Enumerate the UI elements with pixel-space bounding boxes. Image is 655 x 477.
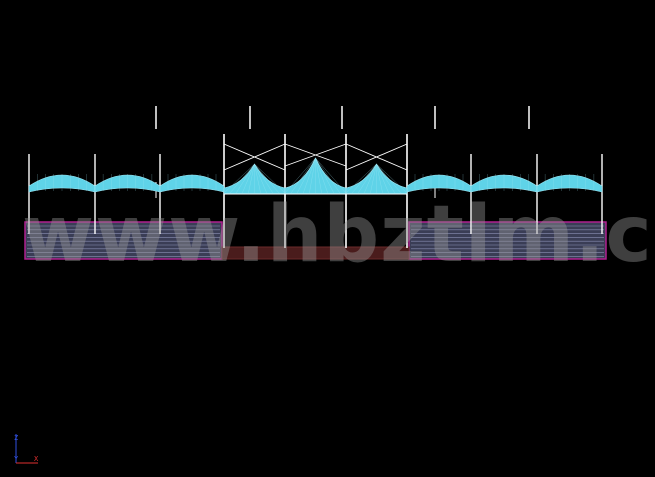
- membrane-mesh-line: [315, 157, 341, 194]
- base-platform: [24, 221, 607, 260]
- membrane-mesh-line: [284, 157, 316, 194]
- ucs-z-label: Z: [14, 434, 18, 442]
- membrane-mesh-line: [370, 163, 377, 194]
- cable-stay: [284, 143, 347, 167]
- membrane-mesh-line: [376, 163, 408, 194]
- membrane-mesh-line: [315, 157, 347, 194]
- membrane-mesh-line: [345, 163, 377, 194]
- membrane-mesh-line: [254, 163, 273, 194]
- center-base-strip: [221, 246, 410, 260]
- membrane-mesh-line: [376, 163, 402, 194]
- membrane-mesh-line: [315, 157, 334, 194]
- membrane-mesh-line: [248, 163, 255, 194]
- membrane-mesh-line: [351, 163, 377, 194]
- membrane-mesh-line: [229, 163, 255, 194]
- membrane-mesh-line: [376, 163, 389, 194]
- membrane-mesh-line: [254, 163, 286, 194]
- membrane-mesh-line: [358, 163, 377, 194]
- membrane-mesh-line: [236, 163, 255, 194]
- ucs-y-label: Y: [14, 455, 19, 463]
- ucs-x-label: X: [34, 455, 39, 463]
- membrane-mesh-line: [303, 157, 316, 194]
- membrane-canopies: [28, 157, 603, 195]
- base-platform-1: [24, 221, 223, 260]
- membrane-mesh-line: [364, 163, 377, 194]
- base-platform-2: [408, 221, 607, 260]
- cable-stays: [223, 143, 408, 171]
- membrane-mesh-line: [376, 163, 395, 194]
- membrane-mesh-line: [223, 163, 255, 194]
- membrane-mesh-line: [315, 157, 328, 194]
- cable-stay: [345, 143, 408, 171]
- membrane-mesh-line: [254, 163, 261, 194]
- membrane-mesh-line: [254, 163, 267, 194]
- membrane-mesh-line: [315, 157, 322, 194]
- membrane-mesh-line: [242, 163, 255, 194]
- membrane-mesh-line: [254, 163, 280, 194]
- ucs-axis-icon: Z Y X: [14, 434, 39, 464]
- membrane-mesh-line: [290, 157, 316, 194]
- membrane-mesh-line: [309, 157, 316, 194]
- membrane-mesh-line: [376, 163, 383, 194]
- cable-stay: [223, 143, 286, 171]
- membrane-mesh-line: [297, 157, 316, 194]
